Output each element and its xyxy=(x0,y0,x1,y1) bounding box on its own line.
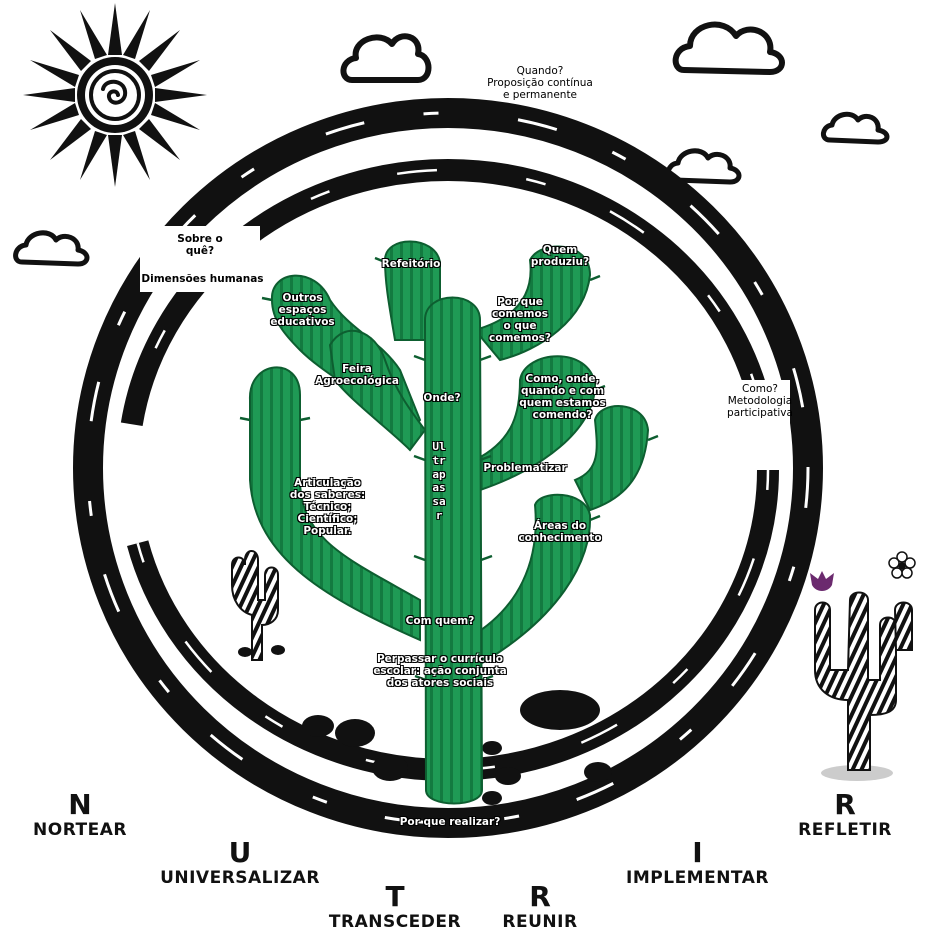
label-line: escolar: ação conjunta xyxy=(365,665,515,677)
acronym-letter: I xyxy=(610,838,785,868)
label-sobre: Sobre o quê? xyxy=(160,233,240,257)
label-areas: Áreas do conhecimento xyxy=(515,520,605,544)
cloud-icon xyxy=(343,36,428,80)
label-line: Quem xyxy=(525,244,595,256)
cloud-icon xyxy=(823,114,887,142)
label-ultrapassar: Ultrapassar xyxy=(432,440,446,523)
acronym-letter: U xyxy=(150,838,330,868)
label-quem-produziu: Quem produziu? xyxy=(525,244,595,268)
label-com-quem: Com quem? xyxy=(400,615,480,627)
label-line: espaços xyxy=(265,304,340,316)
label-line: Técnico; xyxy=(285,501,370,513)
label-por-que-comemos: Por que comemos o que comemos? xyxy=(485,296,555,344)
acronym-letter: T xyxy=(315,882,475,912)
label-line: Outros xyxy=(265,292,340,304)
acronym-refletir: R REFLETIR xyxy=(780,790,910,840)
label-line: comemos? xyxy=(485,332,555,344)
cactus-icon xyxy=(815,593,912,782)
label-problematizar: Problematizar xyxy=(480,462,570,474)
label-sobre-line: Sobre o xyxy=(160,233,240,245)
acronym-universalizar: U UNIVERSALIZAR xyxy=(150,838,330,888)
label-line: Como? xyxy=(720,383,800,395)
label-quando-detail: e permanente xyxy=(470,89,610,101)
label-line: Perpassar o currículo xyxy=(365,653,515,665)
label-onde: Onde? xyxy=(417,392,467,404)
sun-icon xyxy=(23,3,207,187)
label-como: Como? Metodologia participativa xyxy=(720,383,800,419)
label-line: o que xyxy=(485,320,555,332)
acronym-implementar: I IMPLEMENTAR xyxy=(610,838,785,888)
flower-icon xyxy=(810,552,915,591)
label-line: produziu? xyxy=(525,256,595,268)
label-por-que-realizar: Por que realizar? xyxy=(390,816,510,828)
label-line: Como, onde, xyxy=(515,373,610,385)
label-line: Científico; xyxy=(285,513,370,525)
acronym-word: NORTEAR xyxy=(20,820,140,840)
label-line: educativos xyxy=(265,316,340,328)
label-dimensoes: Dimensões humanas xyxy=(140,273,265,285)
label-line: Áreas do xyxy=(515,520,605,532)
label-line: Popular. xyxy=(285,525,370,537)
label-line: Articulação xyxy=(285,477,370,489)
acronym-nortear: N NORTEAR xyxy=(20,790,140,840)
label-line: participativa xyxy=(720,407,800,419)
acronym-word: TRANSCEDER xyxy=(315,912,475,932)
label-quando-title: Quando? xyxy=(470,65,610,77)
label-line: Por que xyxy=(485,296,555,308)
acronym-transceder: T TRANSCEDER xyxy=(315,882,475,932)
label-line: dos saberes: xyxy=(285,489,370,501)
acronym-reunir: R REUNIR xyxy=(490,882,590,932)
acronym-word: REUNIR xyxy=(490,912,590,932)
cactus-icon xyxy=(232,551,284,660)
label-line: quem estamos xyxy=(515,397,610,409)
label-outros-espacos: Outros espaços educativos xyxy=(265,292,340,328)
label-como-onde: Como, onde, quando e com quem estamos co… xyxy=(515,373,610,421)
acronym-word: UNIVERSALIZAR xyxy=(150,868,330,888)
acronym-letter: R xyxy=(490,882,590,912)
cloud-icon xyxy=(676,25,782,72)
acronym-word: REFLETIR xyxy=(780,820,910,840)
label-quando-detail: Proposição contínua xyxy=(470,77,610,89)
label-line: Feira xyxy=(312,363,402,375)
label-sobre-line: quê? xyxy=(160,245,240,257)
label-perpassar: Perpassar o currículo escolar: ação conj… xyxy=(365,653,515,689)
cloud-icon xyxy=(16,233,87,264)
label-line: Metodologia xyxy=(720,395,800,407)
label-line: conhecimento xyxy=(515,532,605,544)
acronym-word: IMPLEMENTAR xyxy=(610,868,785,888)
label-articulacao: Articulação dos saberes: Técnico; Cientí… xyxy=(285,477,370,537)
acronym-letter: R xyxy=(780,790,910,820)
label-line: Agroecológica xyxy=(312,375,402,387)
label-line: comendo? xyxy=(515,409,610,421)
acronym-letter: N xyxy=(20,790,140,820)
label-line: quando e com xyxy=(515,385,610,397)
label-line: comemos xyxy=(485,308,555,320)
label-quando: Quando? Proposição contínua e permanente xyxy=(470,65,610,101)
label-refeitorio: Refeitório xyxy=(376,258,446,270)
label-feira: Feira Agroecológica xyxy=(312,363,402,387)
label-line: dos atores sociais xyxy=(365,677,515,689)
